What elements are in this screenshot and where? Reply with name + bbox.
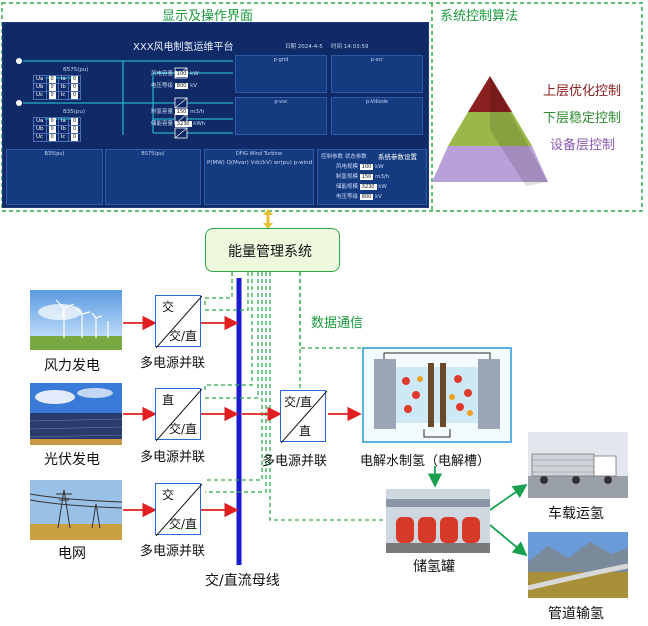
panel-b35: B35(pu) xyxy=(6,149,103,205)
param-row-3: 电压等级 800 kV xyxy=(336,194,383,200)
converter-wind-bottom: 交/直 xyxy=(168,329,197,343)
chart-p-scr: p-scr xyxy=(331,55,423,93)
source-label-pv: 光伏发电 xyxy=(44,452,100,468)
converter-caption-wind: 多电源并联 xyxy=(140,356,206,371)
converter-middle-bottom: 直 xyxy=(298,424,311,438)
control-pyramid xyxy=(432,76,548,186)
pipeline-label: 管道输氢 xyxy=(548,606,604,622)
algorithm-caption: 系统控制算法 xyxy=(440,9,519,24)
converter-caption-pv: 多电源并联 xyxy=(140,450,206,465)
date-label: 日期 xyxy=(285,44,297,50)
converter-pv-top: 直 xyxy=(162,393,175,407)
pyramid-bottom-label: 设备层控制 xyxy=(550,138,616,153)
energy-management-system[interactable]: 能量管理系统 xyxy=(205,228,340,272)
pv-photo xyxy=(30,383,122,445)
bus2-label: B35(pu) xyxy=(63,109,86,115)
panel-b575: B575(pu) xyxy=(105,149,201,205)
param-row-0: 风电规模 100 kW xyxy=(336,164,384,170)
panel-dfig: DFIG Wind Turbine P(MW) Q(Mvar) Vdc(kV) … xyxy=(204,149,314,205)
electrolyzer-diagram xyxy=(362,347,512,443)
storage-label: 储氢罐 xyxy=(413,559,455,575)
converter-pv[interactable]: 直 交/直 xyxy=(155,388,202,441)
chart-p-vdiode: p-Vdiode xyxy=(331,97,423,135)
tab-control-params[interactable]: 控制参数 xyxy=(321,154,344,160)
param-row-1: 制氢规模 150 m3/h xyxy=(336,174,390,180)
converter-grid-bottom: 交/直 xyxy=(168,517,197,531)
source-label-wind: 风力发电 xyxy=(44,358,100,374)
tab-status-params[interactable]: 状态参数 xyxy=(344,154,367,160)
data-comm-label: 数据通信 xyxy=(311,316,364,331)
chart-p-grid: p-grid xyxy=(235,55,327,93)
dashboard-panel: XXX风电制氢运维平台 日期 2024-4-5 时间 14:03:59 xyxy=(2,22,429,208)
converter-middle-top: 交/直 xyxy=(284,395,313,409)
param-inline-2: 制氢容量 150 m3/h xyxy=(151,109,205,115)
pyramid-middle-label: 下层稳定控制 xyxy=(543,111,622,126)
pipeline-photo xyxy=(528,532,628,598)
converter-grid[interactable]: 交 交/直 xyxy=(155,483,202,536)
vehicle-photo xyxy=(528,432,628,498)
converter-caption-grid: 多电源并联 xyxy=(140,544,206,559)
time-label: 时间 xyxy=(331,44,343,50)
param-inline-0: 风电容量 100 kW xyxy=(151,71,199,77)
storage-photo xyxy=(386,489,490,553)
pyramid-top-label: 上层优化控制 xyxy=(543,84,622,99)
time-value: 14:03:59 xyxy=(343,44,369,50)
converter-electrolyzer[interactable]: 交/直 直 xyxy=(280,390,327,443)
bus1-label: B575(pu) xyxy=(63,67,89,73)
electrolyzer-label: 电解水制氢（电解槽） xyxy=(360,454,491,469)
param-inline-1: 电压等级 800 kV xyxy=(151,83,198,89)
wind-photo xyxy=(30,290,122,350)
converter-pv-bottom: 交/直 xyxy=(168,422,197,436)
dashboard-caption: 显示及操作界面 xyxy=(162,9,254,24)
chart-p-vsc: p-vsc xyxy=(235,97,327,135)
converter-caption-middle: 多电源并联 xyxy=(262,454,328,469)
dashboard-title: XXX风电制氢运维平台 xyxy=(133,42,234,53)
converter-grid-top: 交 xyxy=(162,488,175,502)
vehicle-label: 车载运氢 xyxy=(548,506,604,522)
converter-wind-top: 交 xyxy=(162,300,175,314)
param-inline-3: 储能容量 3230 kWh xyxy=(151,121,206,127)
grid-photo xyxy=(30,480,122,540)
dfig-columns: P(MW) Q(Mvar) Vdc(kV) wr(pu) p-wind xyxy=(207,160,313,166)
param-row-2: 储能规模 3230 kW xyxy=(336,184,387,190)
date-value: 2024-4-5 xyxy=(297,44,323,50)
param-panel-title: 系统参数设置 xyxy=(378,153,417,161)
param-panel: 控制参数 状态参数 系统参数设置 风电规模 100 kW 制氢规模 150 m3… xyxy=(317,149,427,205)
converter-wind[interactable]: 交 交/直 xyxy=(155,295,202,348)
source-label-grid: 电网 xyxy=(58,546,86,562)
ems-label: 能量管理系统 xyxy=(228,244,312,260)
bus-label: 交/直流母线 xyxy=(205,573,280,589)
